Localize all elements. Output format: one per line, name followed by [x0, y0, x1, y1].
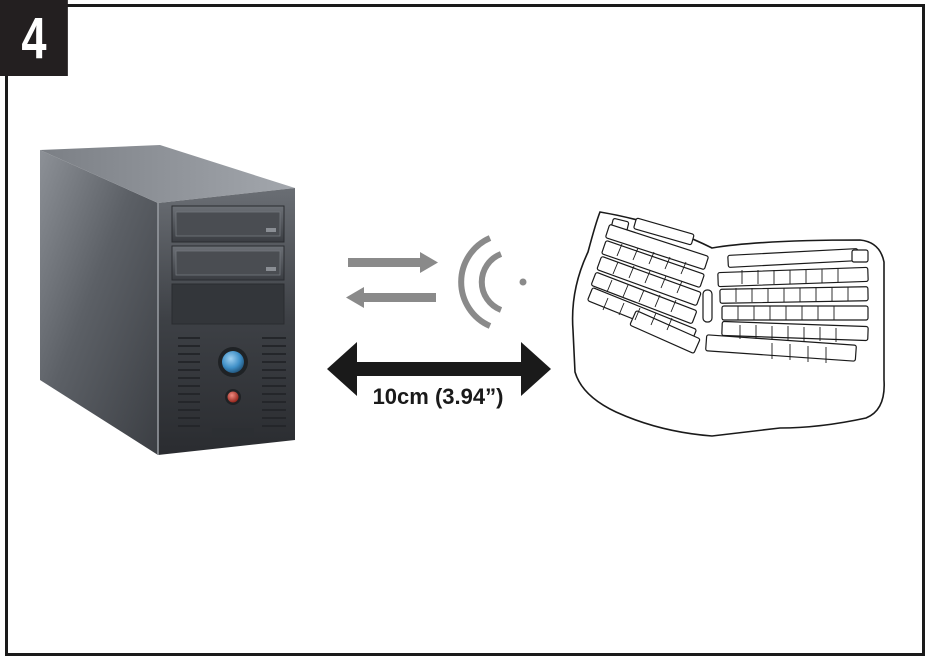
reset-button-icon [227, 391, 239, 403]
step-number: 4 [21, 5, 47, 71]
desktop-tower-icon [40, 145, 295, 455]
step-number-badge: 4 [0, 0, 68, 76]
wireless-signal-icon [458, 235, 527, 329]
double-headed-arrow-icon [327, 342, 551, 396]
power-button-icon [222, 351, 244, 373]
distance-label: 10cm (3.94”) [372, 384, 504, 409]
two-way-arrows-icon [346, 252, 438, 308]
ergonomic-keyboard-icon [571, 211, 885, 437]
